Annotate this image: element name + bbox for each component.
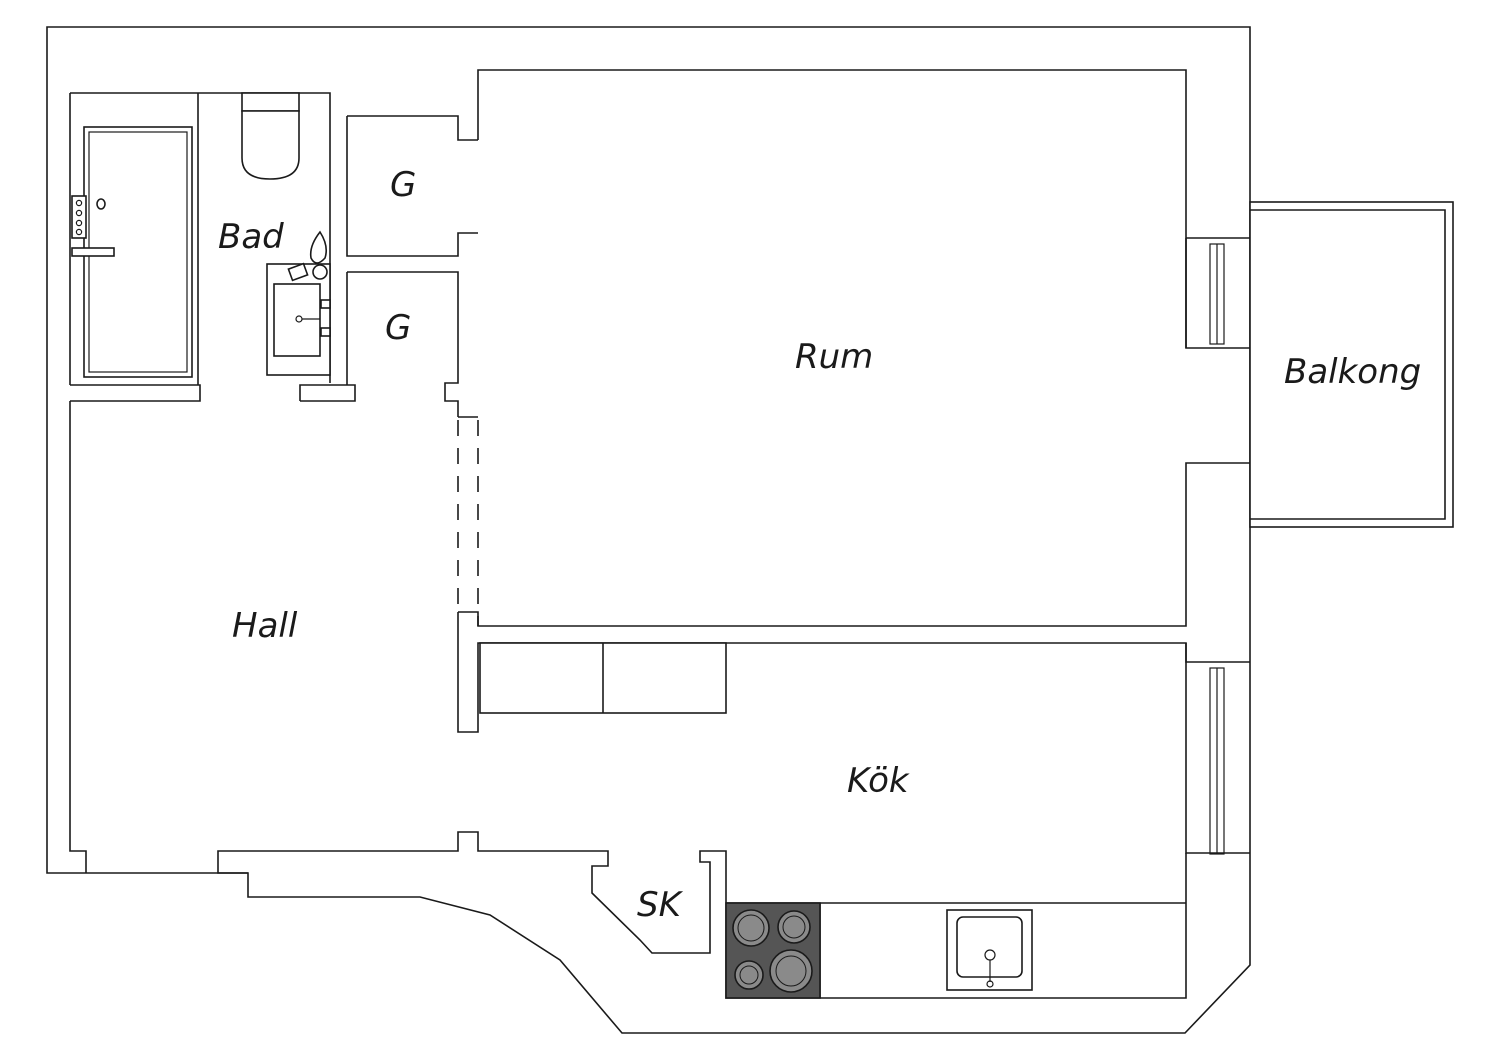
room-window — [1209, 243, 1225, 345]
kitchen-sink-icon — [946, 909, 1033, 991]
kitchen-window — [1209, 667, 1225, 855]
room-label-rum: Rum — [795, 337, 873, 377]
room-label-sk: SK — [637, 885, 684, 925]
hall-room-wall — [457, 69, 1250, 627]
room-label-closet-upper: G — [390, 165, 416, 205]
bathroom-sink-icon — [266, 230, 331, 376]
room-label-bad: Bad — [218, 217, 284, 257]
toilet-icon — [241, 92, 300, 180]
bathtub-icon — [71, 126, 193, 378]
closet-walls — [346, 115, 478, 417]
kitchen-cabinets — [479, 642, 727, 714]
stove-icon — [725, 902, 821, 999]
balcony — [1249, 201, 1454, 528]
room-label-closet-lower: G — [385, 308, 411, 348]
room-label-hall: Hall — [232, 606, 298, 646]
apartment-outer-wall — [46, 26, 1251, 1034]
room-label-balkong: Balkong — [1284, 352, 1421, 392]
room-label-kok: Kök — [847, 761, 910, 801]
